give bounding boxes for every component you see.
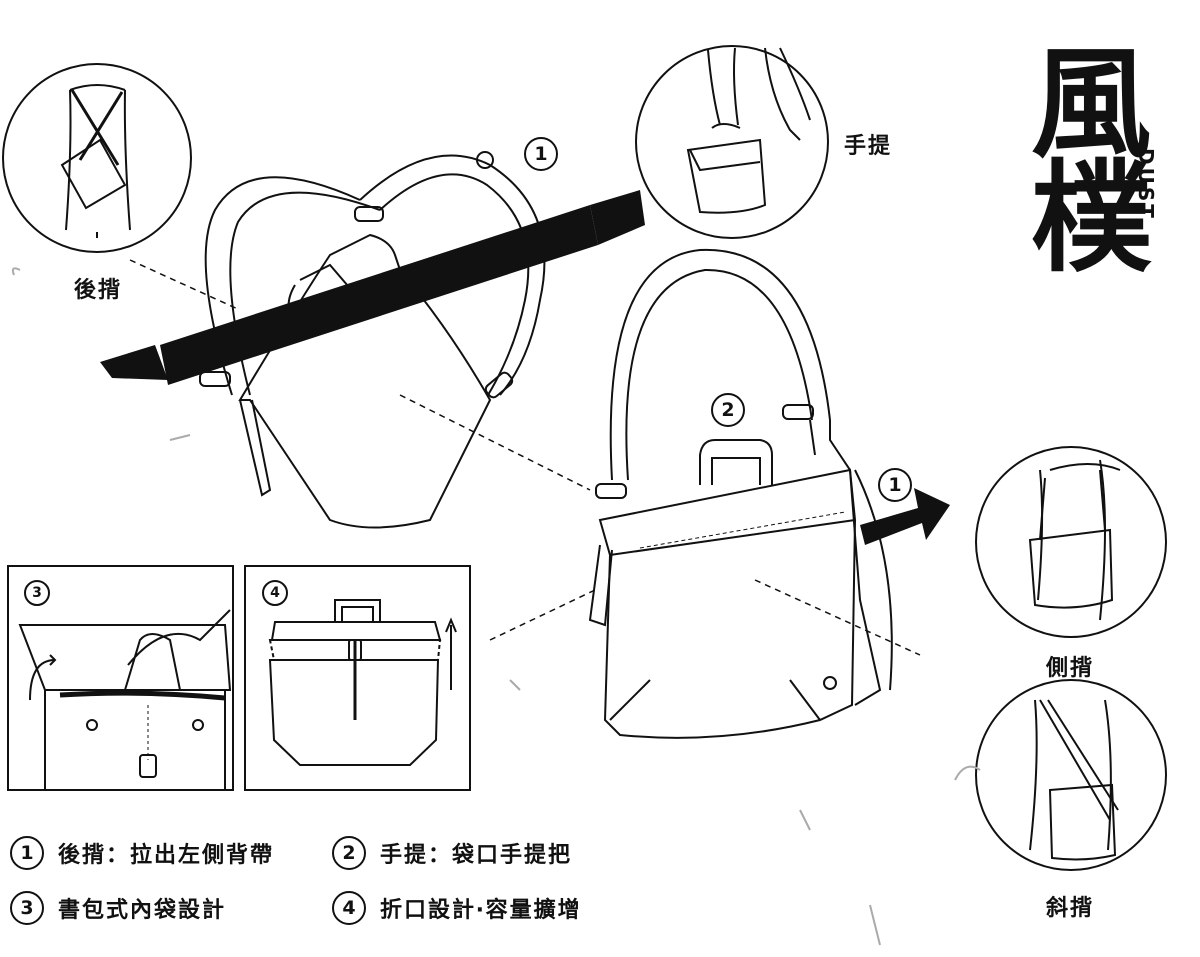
backpack-figure-circle: [2, 63, 192, 253]
label-side-carry: 側揹: [1046, 656, 1095, 681]
marker-3-panel: 3: [24, 580, 50, 606]
label-crossbody: 斜揹: [1046, 896, 1095, 921]
legend-item-3: 3 書包式內袋設計: [10, 891, 226, 925]
marker-2-handheld: 2: [711, 393, 745, 427]
panel-fold-top: [244, 565, 471, 791]
marker-4-panel: 4: [262, 580, 288, 606]
label-handheld: 手提: [844, 134, 893, 159]
panel-inner-pocket: [7, 565, 234, 791]
side-carry-figure-circle: [975, 446, 1167, 638]
handheld-figure-circle: [635, 45, 829, 239]
pull-strap-arrow: [100, 190, 645, 385]
legend-text: 手提：袋口手提把: [380, 843, 573, 868]
marker-1-backpack: 1: [524, 137, 558, 171]
legend-item-2: 2 手提：袋口手提把: [332, 836, 572, 870]
legend-item-1: 1 後揹：拉出左側背帶: [10, 836, 274, 870]
label-backpack: 後揹: [74, 278, 123, 303]
legend-text: 後揹：拉出左側背帶: [58, 843, 275, 868]
bag-main-mode: [588, 248, 893, 739]
legend-text: 折口設計‧容量擴增: [380, 898, 582, 923]
legend-num: 2: [332, 836, 366, 870]
legend-text: 書包式內袋設計: [58, 898, 227, 923]
ink-marks: [11, 267, 981, 946]
marker-1-side: 1: [878, 468, 912, 502]
brand-logo-cjk: 風樸: [1010, 40, 1151, 268]
guide-lines: [129, 259, 921, 656]
legend-num: 1: [10, 836, 44, 870]
crossbody-figure-circle: [975, 679, 1167, 871]
brand-logo-latin: DUST: [1134, 148, 1158, 221]
side-carry-arrow: [860, 488, 950, 545]
legend-num: 4: [332, 891, 366, 925]
legend-num: 3: [10, 891, 44, 925]
legend-item-4: 4 折口設計‧容量擴增: [332, 891, 582, 925]
